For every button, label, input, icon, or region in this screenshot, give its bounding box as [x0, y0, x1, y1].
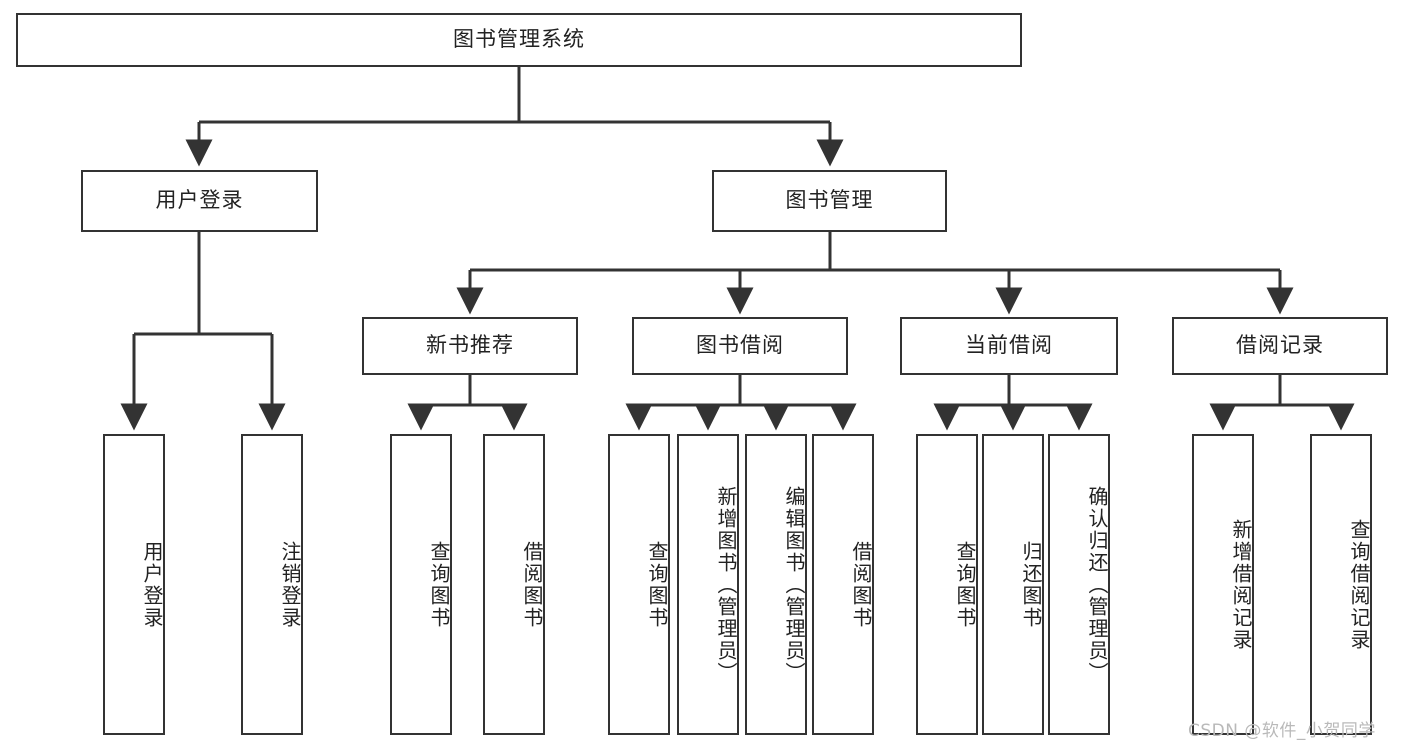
node-user-login[interactable]: 用户登录	[81, 170, 318, 232]
leaf-logout[interactable]: 注销登录	[241, 434, 303, 735]
leaf-query-book-borrow-label: 查询图书	[645, 540, 669, 629]
node-borrow-record[interactable]: 借阅记录	[1172, 317, 1388, 375]
leaf-borrow-book[interactable]: 借阅图书	[812, 434, 874, 735]
leaf-add-book[interactable]: 新增图书（管理员）	[677, 434, 739, 735]
node-new-book-rec[interactable]: 新书推荐	[362, 317, 578, 375]
node-book-borrow-label: 图书借阅	[696, 333, 784, 358]
csdn-watermark: CSDN @软件_小贺同学	[1188, 721, 1376, 741]
leaf-query-record[interactable]: 查询借阅记录	[1310, 434, 1372, 735]
leaf-confirm-return-label: 确认归还（管理员）	[1085, 485, 1109, 684]
node-root-label: 图书管理系统	[453, 27, 585, 52]
node-current-borrow[interactable]: 当前借阅	[900, 317, 1118, 375]
node-new-book-rec-label: 新书推荐	[426, 333, 514, 358]
leaf-user-login[interactable]: 用户登录	[103, 434, 165, 735]
node-root[interactable]: 图书管理系统	[16, 13, 1022, 67]
leaf-borrow-book-label: 借阅图书	[849, 540, 873, 629]
leaf-query-book-rec-label: 查询图书	[427, 540, 451, 629]
node-user-login-label: 用户登录	[155, 188, 244, 213]
node-book-borrow[interactable]: 图书借阅	[632, 317, 848, 375]
leaf-logout-label: 注销登录	[278, 540, 302, 629]
leaf-query-book-rec[interactable]: 查询图书	[390, 434, 452, 735]
node-current-borrow-label: 当前借阅	[965, 333, 1053, 358]
leaf-return-book-label: 归还图书	[1019, 540, 1043, 629]
leaf-edit-book-label: 编辑图书（管理员）	[782, 485, 806, 684]
node-borrow-record-label: 借阅记录	[1236, 333, 1324, 358]
leaf-add-record[interactable]: 新增借阅记录	[1192, 434, 1254, 735]
leaf-query-book-cur[interactable]: 查询图书	[916, 434, 978, 735]
leaf-edit-book[interactable]: 编辑图书（管理员）	[745, 434, 807, 735]
leaf-user-login-label: 用户登录	[140, 540, 164, 629]
leaf-borrow-book-rec[interactable]: 借阅图书	[483, 434, 545, 735]
leaf-query-record-label: 查询借阅记录	[1347, 518, 1371, 651]
leaf-borrow-book-rec-label: 借阅图书	[520, 540, 544, 629]
leaf-add-book-label: 新增图书（管理员）	[714, 485, 738, 684]
leaf-add-record-label: 新增借阅记录	[1229, 518, 1253, 651]
node-book-manage-label: 图书管理	[785, 188, 874, 213]
leaf-query-book-borrow[interactable]: 查询图书	[608, 434, 670, 735]
leaf-query-book-cur-label: 查询图书	[953, 540, 977, 629]
leaf-return-book[interactable]: 归还图书	[982, 434, 1044, 735]
leaf-confirm-return[interactable]: 确认归还（管理员）	[1048, 434, 1110, 735]
node-book-manage[interactable]: 图书管理	[712, 170, 947, 232]
